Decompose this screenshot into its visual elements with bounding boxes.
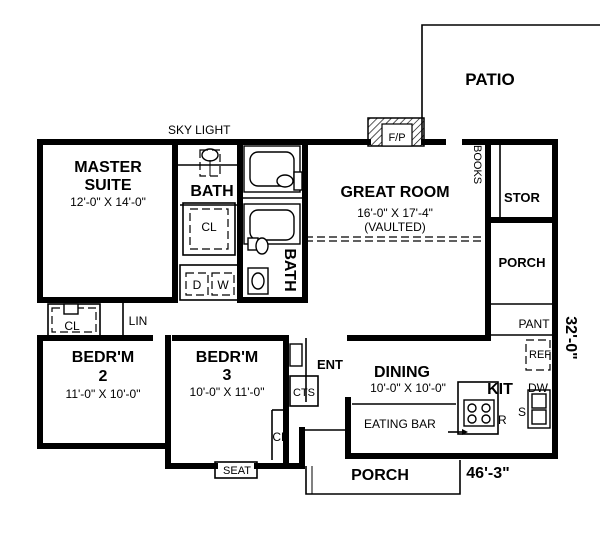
refrigerator-label: REF xyxy=(529,349,551,361)
dining: DINING 10'-0" X 10'-0" EATING BAR xyxy=(352,364,468,435)
kitchen-label: KIT xyxy=(487,381,513,398)
porch-front-label: PORCH xyxy=(351,467,409,484)
bedroom3-label-2: 3 xyxy=(223,367,232,384)
bedroom2-dims: 11'-0" X 10'-0" xyxy=(66,387,141,401)
entry-label: ENT xyxy=(317,357,343,372)
closet-bed2-label: CL xyxy=(64,319,80,333)
great-room-note: (VAULTED) xyxy=(364,220,426,234)
patio: PATIO xyxy=(421,24,600,142)
fireplace-label: F/P xyxy=(388,132,405,144)
master-tub xyxy=(243,145,303,193)
master-suite-dims: 12'-0" X 14'-0" xyxy=(70,195,146,209)
stor-label: STOR xyxy=(504,190,540,205)
bath-hall-label: BATH xyxy=(281,248,298,291)
bedroom-2-closets: CL LIN xyxy=(37,302,153,341)
storage-room: STOR xyxy=(485,142,558,223)
bedroom3-label-1: BEDR'M xyxy=(196,349,258,366)
great-room: GREAT ROOM 16'-0" X 17'-4" (VAULTED) xyxy=(305,184,488,242)
books-shelf: BOOKS xyxy=(471,139,491,227)
washer-label: W xyxy=(217,278,229,292)
dryer-label: D xyxy=(193,278,202,292)
linen-label: LIN xyxy=(129,314,148,328)
bedroom3-dims: 10'-0" X 11'-0" xyxy=(190,385,265,399)
kitchen: R KIT S DW REF PANT xyxy=(457,317,555,435)
great-room-label: GREAT ROOM xyxy=(340,184,449,201)
porch-side-label: PORCH xyxy=(499,255,546,270)
closet-master-label: CL xyxy=(201,220,217,234)
fireplace: F/P xyxy=(367,117,425,147)
books-label: BOOKS xyxy=(471,145,483,184)
window-seat: SEAT xyxy=(214,461,258,479)
eating-bar-label: EATING BAR xyxy=(364,417,436,431)
dining-dims: 10'-0" X 10'-0" xyxy=(370,381,446,395)
overall-depth-dim: 32'-0" xyxy=(562,316,579,359)
bedroom-3: BEDR'M 3 10'-0" X 11'-0" CL xyxy=(190,349,288,460)
bath-master-label: BATH xyxy=(190,183,233,200)
laundry: D W xyxy=(179,264,241,301)
master-suite-label-2: SUITE xyxy=(84,177,131,194)
range-label: R xyxy=(498,413,507,427)
bedroom2-label-1: BEDR'M xyxy=(72,349,134,366)
skylight-label: SKY LIGHT xyxy=(168,123,231,137)
seat-label: SEAT xyxy=(223,465,251,477)
bedroom-2: BEDR'M 2 11'-0" X 10'-0" xyxy=(66,349,141,401)
hall-bath: BATH xyxy=(237,139,308,303)
coats-label: CTS xyxy=(293,387,315,399)
master-closet: CL xyxy=(182,202,236,256)
overall-width-dim: 46'-3" xyxy=(466,465,509,482)
master-suite-label-1: MASTER xyxy=(74,159,142,176)
hall-walls xyxy=(172,335,491,469)
side-porch: PORCH xyxy=(485,221,555,338)
patio-label: PATIO xyxy=(465,70,514,89)
front-porch: PORCH xyxy=(305,460,461,495)
great-room-dims: 16'-0" X 17'-4" xyxy=(357,206,433,220)
entry: ENT CTS xyxy=(289,338,348,431)
dining-label: DINING xyxy=(374,364,430,381)
dishwasher-label: DW xyxy=(528,381,549,395)
exterior-walls xyxy=(37,139,558,469)
sink-label: S xyxy=(518,405,526,419)
pantry-label: PANT xyxy=(518,317,550,331)
bedroom2-label-2: 2 xyxy=(99,368,108,385)
master-suite: MASTER SUITE 12'-0" X 14'-0" xyxy=(37,139,178,303)
closet-bed3-label: CL xyxy=(272,430,288,444)
